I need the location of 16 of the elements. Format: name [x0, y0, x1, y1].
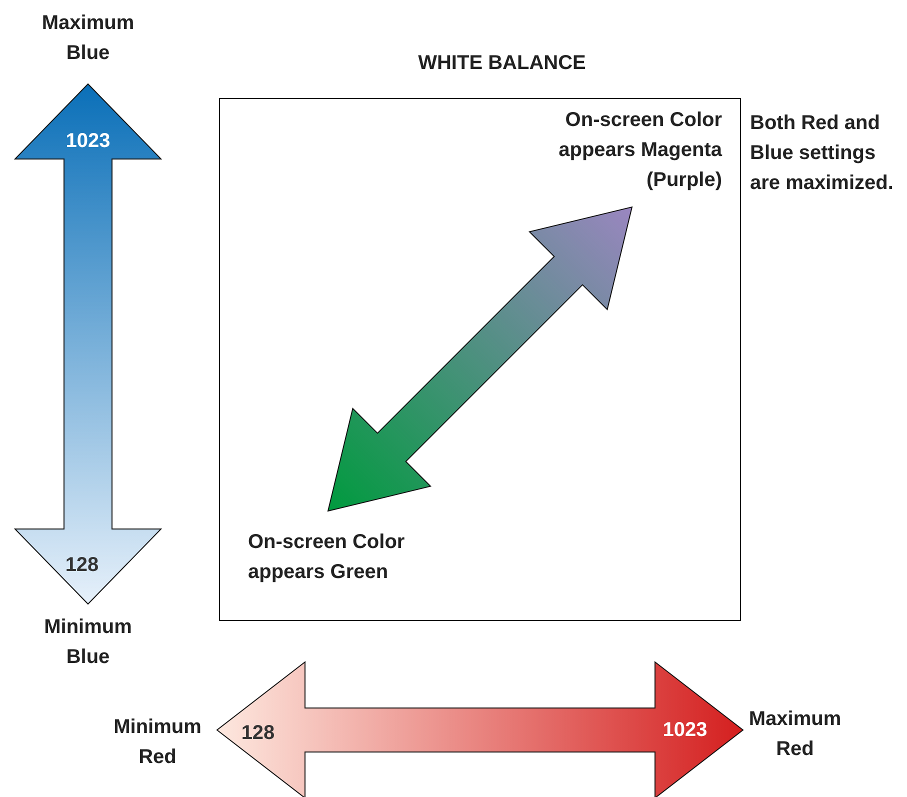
node-text: On-screen Color appears Magenta (Purple): [522, 105, 722, 195]
node-text: Maximum Blue: [18, 8, 158, 68]
frame-box: [219, 98, 741, 621]
value-label: 128: [240, 721, 276, 746]
double-arrow: [216, 660, 744, 797]
node-text: Minimum Blue: [38, 612, 138, 672]
note-text: Both Red and Blue settings are maximized.: [750, 111, 894, 196]
double-arrow: [327, 206, 633, 512]
diagram-title: WHITE BALANCE: [417, 51, 587, 76]
node-text: On-screen Color appears Green: [248, 527, 438, 587]
double-arrow: [14, 83, 162, 605]
value-label: 1023: [662, 718, 708, 743]
node-text: Minimum Red: [100, 712, 215, 772]
node-text: Maximum Red: [745, 704, 845, 764]
value-label: 128: [64, 553, 100, 578]
value-label: 1023: [64, 129, 112, 154]
